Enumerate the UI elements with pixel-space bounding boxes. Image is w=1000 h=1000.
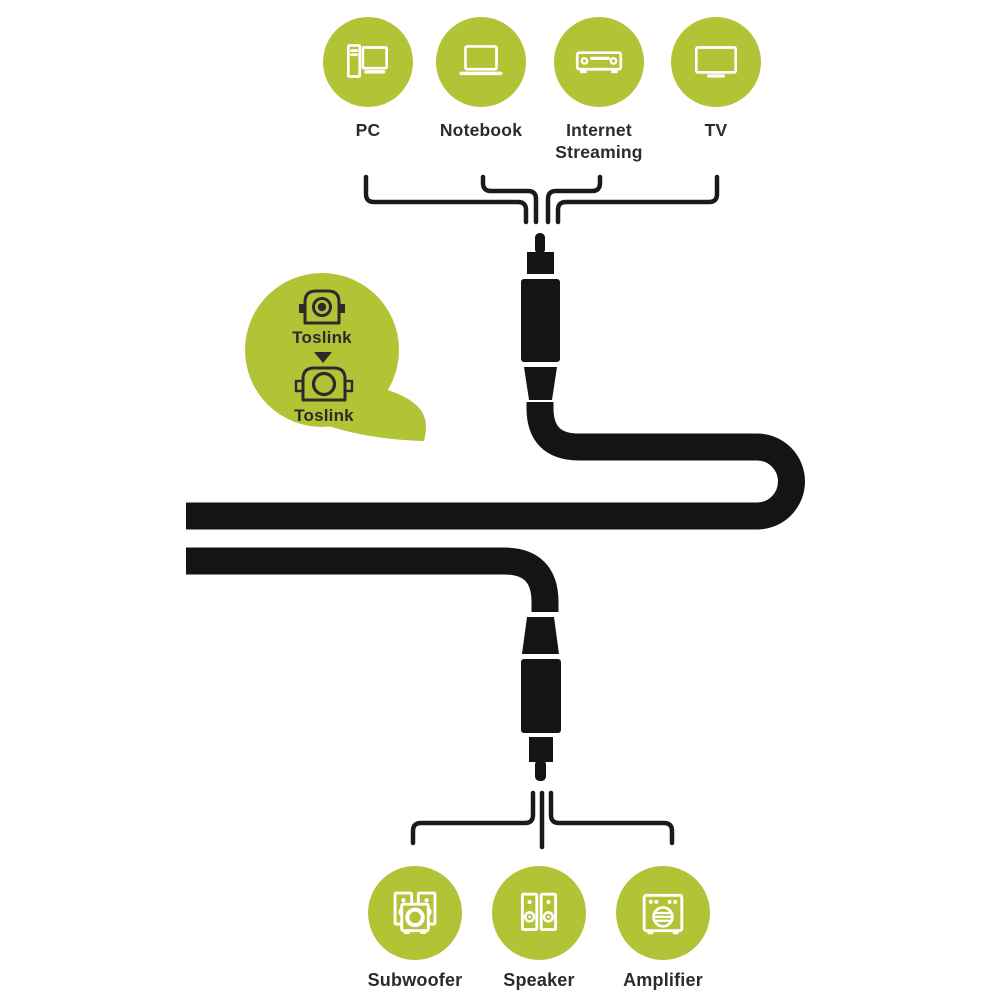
device-label: Subwoofer bbox=[367, 970, 463, 990]
top-bracket-lines bbox=[363, 174, 720, 225]
device-circle bbox=[323, 17, 413, 107]
bottom-connector-barrel bbox=[521, 659, 561, 733]
bottom-connector-tip bbox=[535, 760, 546, 781]
bottom-connector-strain-relief bbox=[522, 617, 559, 654]
internet-streaming-icon bbox=[575, 51, 623, 74]
tv-icon bbox=[694, 46, 738, 78]
device-circle bbox=[368, 866, 462, 960]
top-connector-barrel bbox=[521, 279, 560, 362]
device-label: Speaker bbox=[503, 970, 575, 990]
speech-bubble bbox=[245, 273, 426, 441]
bracket-line-internet-streaming bbox=[545, 174, 603, 225]
device-pc: PC bbox=[308, 17, 428, 141]
amplifier-icon bbox=[642, 893, 684, 935]
bottom-bracket-lines bbox=[410, 790, 675, 850]
device-circle bbox=[671, 17, 761, 107]
optical-cable-icon bbox=[186, 402, 805, 612]
toslink-plug-icon bbox=[299, 289, 345, 325]
device-label: Notebook bbox=[439, 120, 523, 140]
bracket-line-amplifier bbox=[548, 790, 675, 846]
pc-icon bbox=[346, 44, 388, 78]
device-label: Internet Streaming bbox=[555, 120, 643, 163]
cable-upper-run bbox=[186, 402, 805, 530]
device-label: TV bbox=[704, 120, 728, 140]
subwoofer-icon bbox=[393, 891, 437, 935]
device-subwoofer: Subwoofer bbox=[355, 866, 475, 992]
down-arrow-icon bbox=[314, 352, 332, 363]
top-connector-tip bbox=[535, 233, 545, 254]
device-amplifier: Amplifier bbox=[603, 866, 723, 992]
device-circle bbox=[492, 866, 586, 960]
bracket-line-subwoofer bbox=[410, 790, 536, 846]
device-speaker: Speaker bbox=[479, 866, 599, 992]
top-connector-strain-relief bbox=[524, 367, 557, 400]
bottom-connector-ferrule bbox=[529, 737, 553, 762]
bracket-line-tv bbox=[555, 174, 720, 225]
device-internet-streaming: Internet Streaming bbox=[539, 17, 659, 164]
device-circle bbox=[616, 866, 710, 960]
bracket-line-notebook bbox=[480, 174, 539, 225]
top-connector-ferrule bbox=[527, 252, 554, 274]
device-label: Amplifier bbox=[623, 970, 703, 990]
device-label: PC bbox=[355, 120, 381, 140]
bubble-bottom-connector-label: Toslink bbox=[294, 406, 354, 425]
bracket-line-pc bbox=[363, 174, 529, 225]
device-notebook: Notebook bbox=[421, 17, 541, 141]
toslink-connector-bottom-icon bbox=[521, 617, 561, 781]
device-circle bbox=[436, 17, 526, 107]
bubble-top-connector-label: Toslink bbox=[292, 328, 352, 347]
toslink-connector-top-icon bbox=[521, 233, 560, 400]
device-circle bbox=[554, 17, 644, 107]
device-tv: TV bbox=[656, 17, 776, 141]
notebook-icon bbox=[459, 45, 503, 76]
cable-lower-run bbox=[186, 547, 559, 612]
toslink-port-icon bbox=[294, 366, 354, 402]
speaker-icon bbox=[520, 892, 558, 932]
